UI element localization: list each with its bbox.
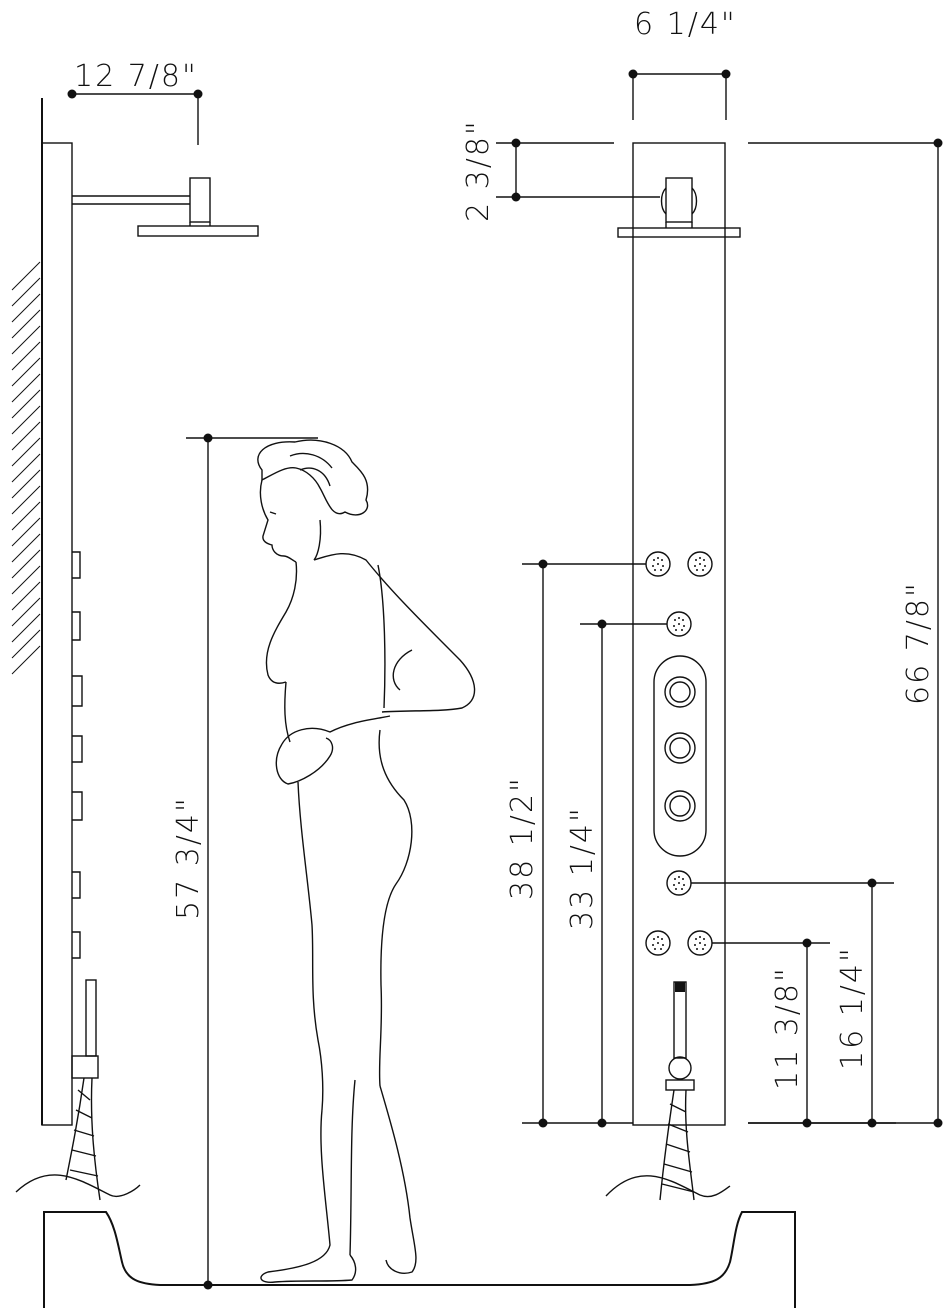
body-jet-lower: [666, 870, 692, 896]
dim-middle-jet: 33 1/4": [565, 619, 667, 1128]
head-arm-front: [665, 177, 693, 223]
dim-panel-width-label: 6 1/4": [634, 7, 737, 42]
body-jet-middle: [666, 611, 692, 637]
dim-total-height-label: 66 7/8": [901, 581, 936, 705]
bathtub: [43, 1211, 796, 1308]
dim-arm-length: 12 7/8": [67, 59, 203, 145]
side-view: 12 7/8": [11, 59, 259, 1201]
dim-lowest-jets-label: 11 3/8": [770, 966, 805, 1090]
arm-block: [189, 177, 211, 223]
dim-arm-length-label: 12 7/8": [74, 59, 198, 94]
front-view: 6 1/4" 2 3/8" 66 7/8": [461, 7, 943, 1201]
hand-shower-front: [605, 981, 731, 1201]
dim-upper-jets-label: 38 1/2": [505, 776, 540, 900]
wall-hatch: [11, 261, 41, 675]
body-jets-lowest: [645, 930, 713, 956]
dim-middle-jet-label: 33 1/4": [565, 806, 600, 930]
panel-front: [632, 142, 726, 1126]
dim-head-offset: 2 3/8": [461, 119, 660, 222]
shower-head-front: [617, 227, 741, 238]
body-jets-upper: [645, 551, 713, 577]
control-plate: [653, 655, 707, 857]
dim-head-offset-label: 2 3/8": [461, 119, 496, 222]
dim-person-height-label: 57 3/4": [171, 796, 206, 920]
side-jets: [72, 551, 83, 959]
dim-upper-jets: 38 1/2": [505, 559, 646, 1128]
shower-head-side: [137, 225, 259, 237]
panel-side: [41, 142, 73, 1126]
dim-lowest-jets: 11 3/8": [712, 938, 830, 1128]
dim-lower-jet-label: 16 1/4": [835, 946, 870, 1070]
hand-shower-side: [85, 979, 97, 1057]
dim-panel-width: 6 1/4": [628, 7, 737, 120]
dim-person-height: 57 3/4": [171, 433, 318, 1290]
person-figure: 57 3/4": [171, 433, 476, 1290]
dim-lower-jet: 16 1/4": [691, 878, 894, 1128]
